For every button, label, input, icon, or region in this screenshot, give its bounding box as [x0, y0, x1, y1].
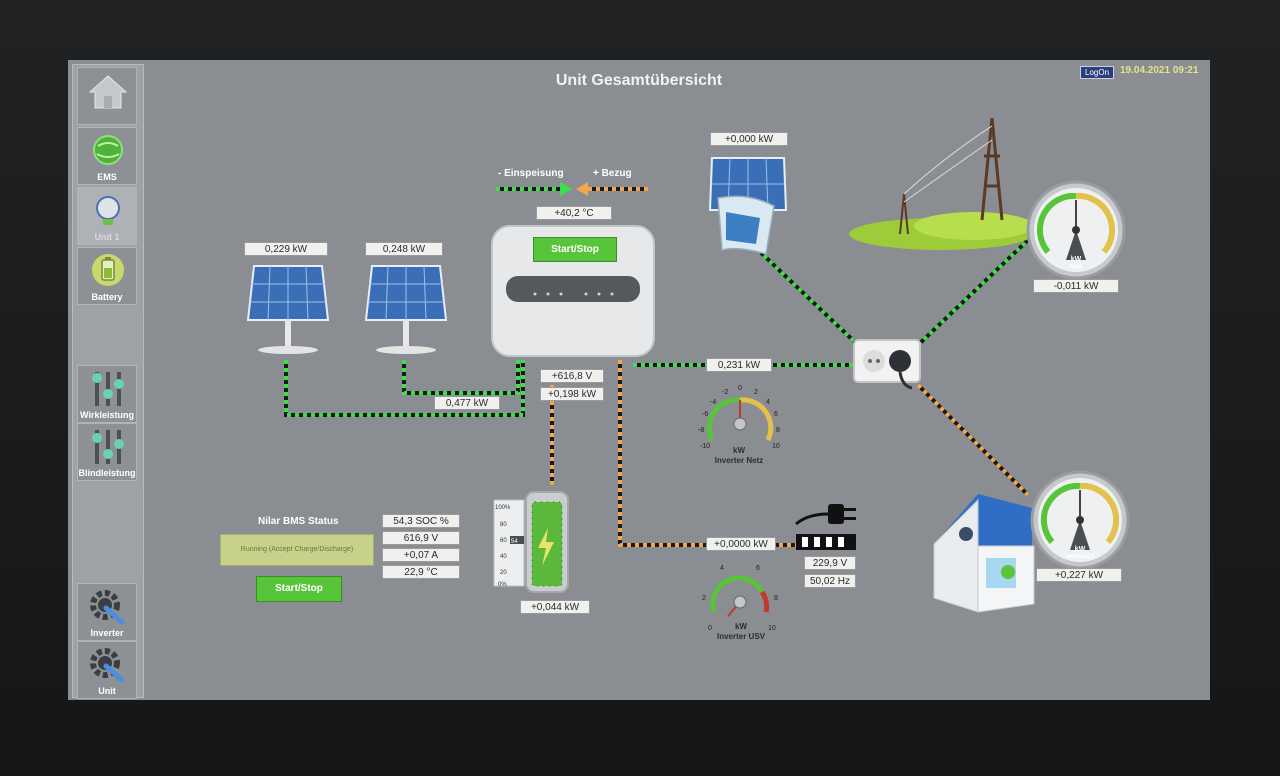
bms-voltage: 616,9 V — [382, 531, 460, 545]
bms-soc: 54,3 SOC % — [382, 514, 460, 528]
ups-output-power: +0,0000 kW — [706, 537, 776, 551]
inverter-temperature: +40,2 °C — [536, 206, 612, 220]
globe-icon — [93, 135, 123, 165]
inverter-netz-gauge: -10 -8 -6 -4 -2 0 2 4 6 8 10 — [698, 385, 780, 450]
bms-start-stop-button[interactable]: Start/Stop — [256, 576, 342, 602]
battery-icon — [92, 254, 124, 286]
inverter-start-stop-button[interactable]: Start/Stop — [533, 237, 617, 262]
inverter-usv-unit: kW — [735, 622, 747, 631]
inverter-usv-gauge: 0 2 4 6 8 10 — [702, 565, 778, 632]
hmi-screen: EMS Unit 1 Battery Wirkleistung — [68, 60, 1210, 700]
pv-roof-power: +0,000 kW — [710, 132, 788, 146]
datetime-display: 19.04.2021 09:21 — [1120, 65, 1199, 76]
solar-panel-icon — [246, 265, 330, 354]
svg-text:6: 6 — [774, 411, 778, 418]
bms-current: +0,07 A — [382, 548, 460, 562]
svg-text:40: 40 — [500, 554, 507, 560]
house-meter-power: +0,227 kW — [1036, 568, 1122, 582]
bms-temperature: 22,9 °C — [382, 565, 460, 579]
sidebar-item-blindleistung[interactable]: Blindleistung — [77, 423, 137, 481]
svg-text:60: 60 — [500, 538, 507, 544]
pv-total-power: 0,477 kW — [434, 396, 500, 410]
gear-wrench-icon — [90, 648, 125, 683]
inverter-netz-label: Inverter Netz — [714, 456, 764, 465]
sliders-icon — [92, 372, 124, 406]
svg-text:-6: -6 — [702, 411, 708, 418]
svg-text:2: 2 — [754, 389, 758, 396]
house-meter-unit: kW — [1074, 546, 1086, 553]
home-icon — [88, 75, 128, 109]
svg-text:-8: -8 — [698, 427, 704, 434]
battery-storage-icon: 100% 80 60 40 20 0% 54 — [493, 486, 569, 593]
svg-text:-2: -2 — [722, 389, 728, 396]
inverter-usv-label: Inverter USV — [716, 632, 766, 641]
sidebar: EMS Unit 1 Battery Wirkleistung — [72, 64, 144, 699]
inverter-netz-unit: kW — [733, 446, 745, 455]
lightbulb-icon — [96, 196, 120, 225]
gear-wrench-icon — [90, 590, 125, 625]
ups-voltage: 229,9 V — [804, 556, 856, 570]
consumption-arrow-icon — [576, 182, 588, 196]
sidebar-item-inverter[interactable]: Inverter — [77, 583, 137, 641]
svg-text:-10: -10 — [700, 443, 710, 450]
house-meter-gauge — [1030, 470, 1130, 570]
ups-frequency: 50,02 Hz — [804, 574, 856, 588]
svg-text:10: 10 — [772, 443, 780, 450]
svg-text:4: 4 — [766, 399, 770, 406]
sidebar-item-battery[interactable]: Battery — [77, 247, 137, 305]
bms-title: Nilar BMS Status — [258, 516, 339, 527]
legend-feed-in: - Einspeisung — [498, 168, 564, 179]
sidebar-item-unit1[interactable]: Unit 1 — [77, 187, 137, 245]
plug-icon — [795, 504, 856, 550]
battery-power: +0,044 kW — [520, 600, 590, 614]
page-title: Unit Gesamtübersicht — [555, 72, 723, 89]
svg-text:8: 8 — [776, 427, 780, 434]
svg-text:0: 0 — [738, 385, 742, 392]
legend-consumption: + Bezug — [593, 168, 632, 179]
bms-status: Running (Accept Charge/Discharge) — [220, 534, 374, 566]
svg-text:20: 20 — [500, 570, 507, 576]
svg-text:0%: 0% — [498, 582, 507, 588]
house-meter-label: Verbrauch — [1065, 554, 1095, 560]
house-icon — [933, 494, 1035, 613]
svg-text:-4: -4 — [710, 399, 716, 406]
feed-in-arrow-icon — [560, 182, 572, 196]
sidebar-item-home[interactable] — [77, 67, 137, 125]
grid-meter-power: -0,011 kW — [1033, 279, 1119, 293]
svg-text:0: 0 — [708, 625, 712, 632]
inverter-dc-voltage: +616,8 V — [540, 369, 604, 383]
svg-text:10: 10 — [768, 625, 776, 632]
grid-meter-unit: kW — [1070, 256, 1082, 263]
grid-meter-label: Netz — [1069, 264, 1083, 270]
sidebar-item-unit[interactable]: Unit — [77, 641, 137, 699]
power-socket-icon — [853, 339, 921, 390]
pv-panel2-power: 0,248 kW — [365, 242, 443, 256]
sliders-icon — [92, 430, 124, 464]
sidebar-item-ems[interactable]: EMS — [77, 127, 137, 185]
svg-text:4: 4 — [720, 565, 724, 572]
svg-text:54: 54 — [511, 539, 518, 545]
grid-meter-gauge — [1026, 180, 1126, 280]
solar-panel-icon — [364, 265, 448, 354]
inverter-dc-power: +0,198 kW — [540, 387, 604, 401]
svg-text:100%: 100% — [495, 505, 511, 511]
svg-text:80: 80 — [500, 522, 507, 528]
sidebar-item-wirkleistung[interactable]: Wirkleistung — [77, 365, 137, 423]
svg-text:8: 8 — [774, 595, 778, 602]
power-grid-icon — [849, 117, 1034, 250]
solar-roof-icon — [708, 157, 788, 255]
pv-panel1-power: 0,229 kW — [244, 242, 328, 256]
inverter-grid-power: 0,231 kW — [706, 358, 772, 372]
svg-text:6: 6 — [756, 565, 760, 572]
logon-button[interactable]: LogOn — [1080, 66, 1115, 79]
svg-text:2: 2 — [702, 595, 706, 602]
